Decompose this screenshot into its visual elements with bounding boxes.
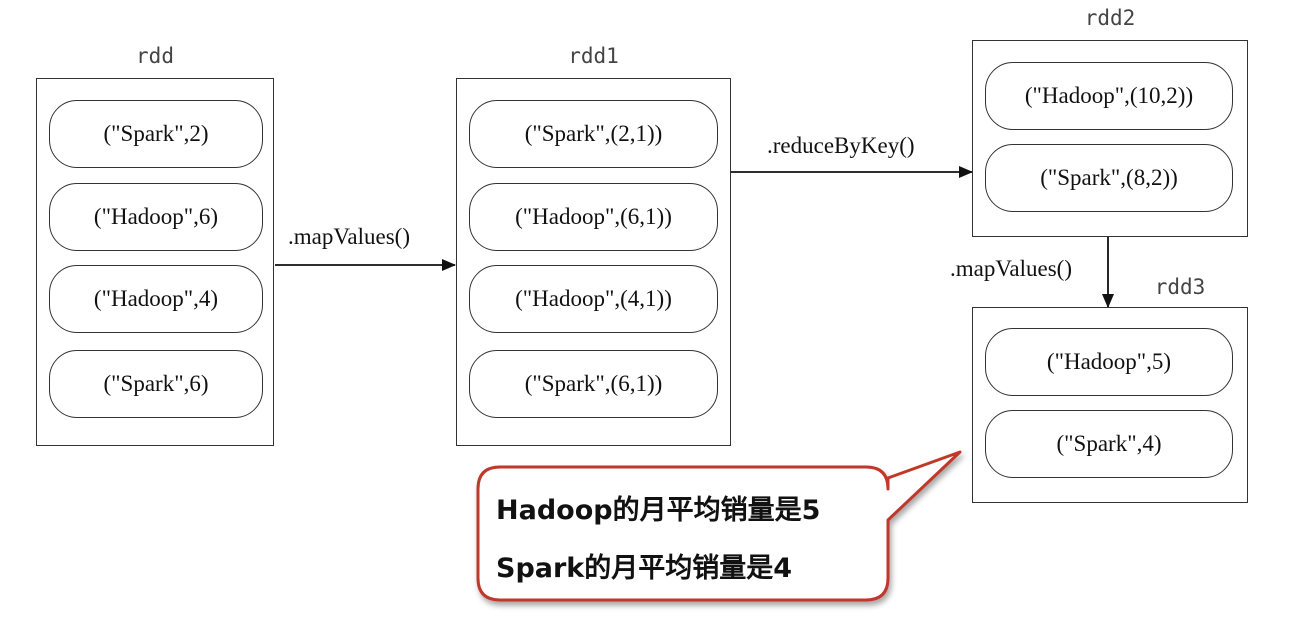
rdd1-item: ("Spark",(2,1)) [469, 100, 718, 168]
rdd-box: ("Spark",2) ("Hadoop",6) ("Hadoop",4) ("… [36, 78, 274, 446]
callout-bubble [476, 450, 962, 602]
op-label-mapvalues-1: .mapValues() [288, 224, 410, 249]
op-label-reducebykey: .reduceByKey() [767, 133, 915, 158]
rdd1-item: ("Spark",(6,1)) [469, 350, 718, 418]
rdd-item: ("Spark",6) [49, 350, 263, 418]
rdd1-item: ("Hadoop",(6,1)) [469, 183, 718, 251]
callout-line-spark: Spark的月平均销量是4 [496, 553, 793, 584]
op-label-mapvalues-2: .mapValues() [950, 256, 1072, 281]
rdd-item: ("Spark",2) [49, 100, 263, 168]
rdd2-item: ("Hadoop",(10,2)) [985, 62, 1233, 130]
rdd3-item: ("Hadoop",5) [985, 328, 1233, 396]
rdd-item: ("Hadoop",4) [49, 265, 263, 333]
rdd3-box: ("Hadoop",5) ("Spark",4) [972, 307, 1248, 503]
rdd2-title: rdd2 [1084, 6, 1136, 30]
rdd2-item: ("Spark",(8,2)) [985, 144, 1233, 212]
callout-line-hadoop: Hadoop的月平均销量是5 [496, 495, 821, 526]
rdd1-item: ("Hadoop",(4,1)) [469, 265, 718, 333]
rdd3-title: rdd3 [1154, 275, 1206, 299]
rdd2-box: ("Hadoop",(10,2)) ("Spark",(8,2)) [972, 40, 1248, 237]
rdd-title: rdd [136, 44, 174, 68]
rdd-item: ("Hadoop",6) [49, 183, 263, 251]
rdd1-box: ("Spark",(2,1)) ("Hadoop",(6,1)) ("Hadoo… [456, 78, 731, 446]
rdd3-item: ("Spark",4) [985, 410, 1233, 478]
rdd1-title: rdd1 [568, 44, 619, 68]
